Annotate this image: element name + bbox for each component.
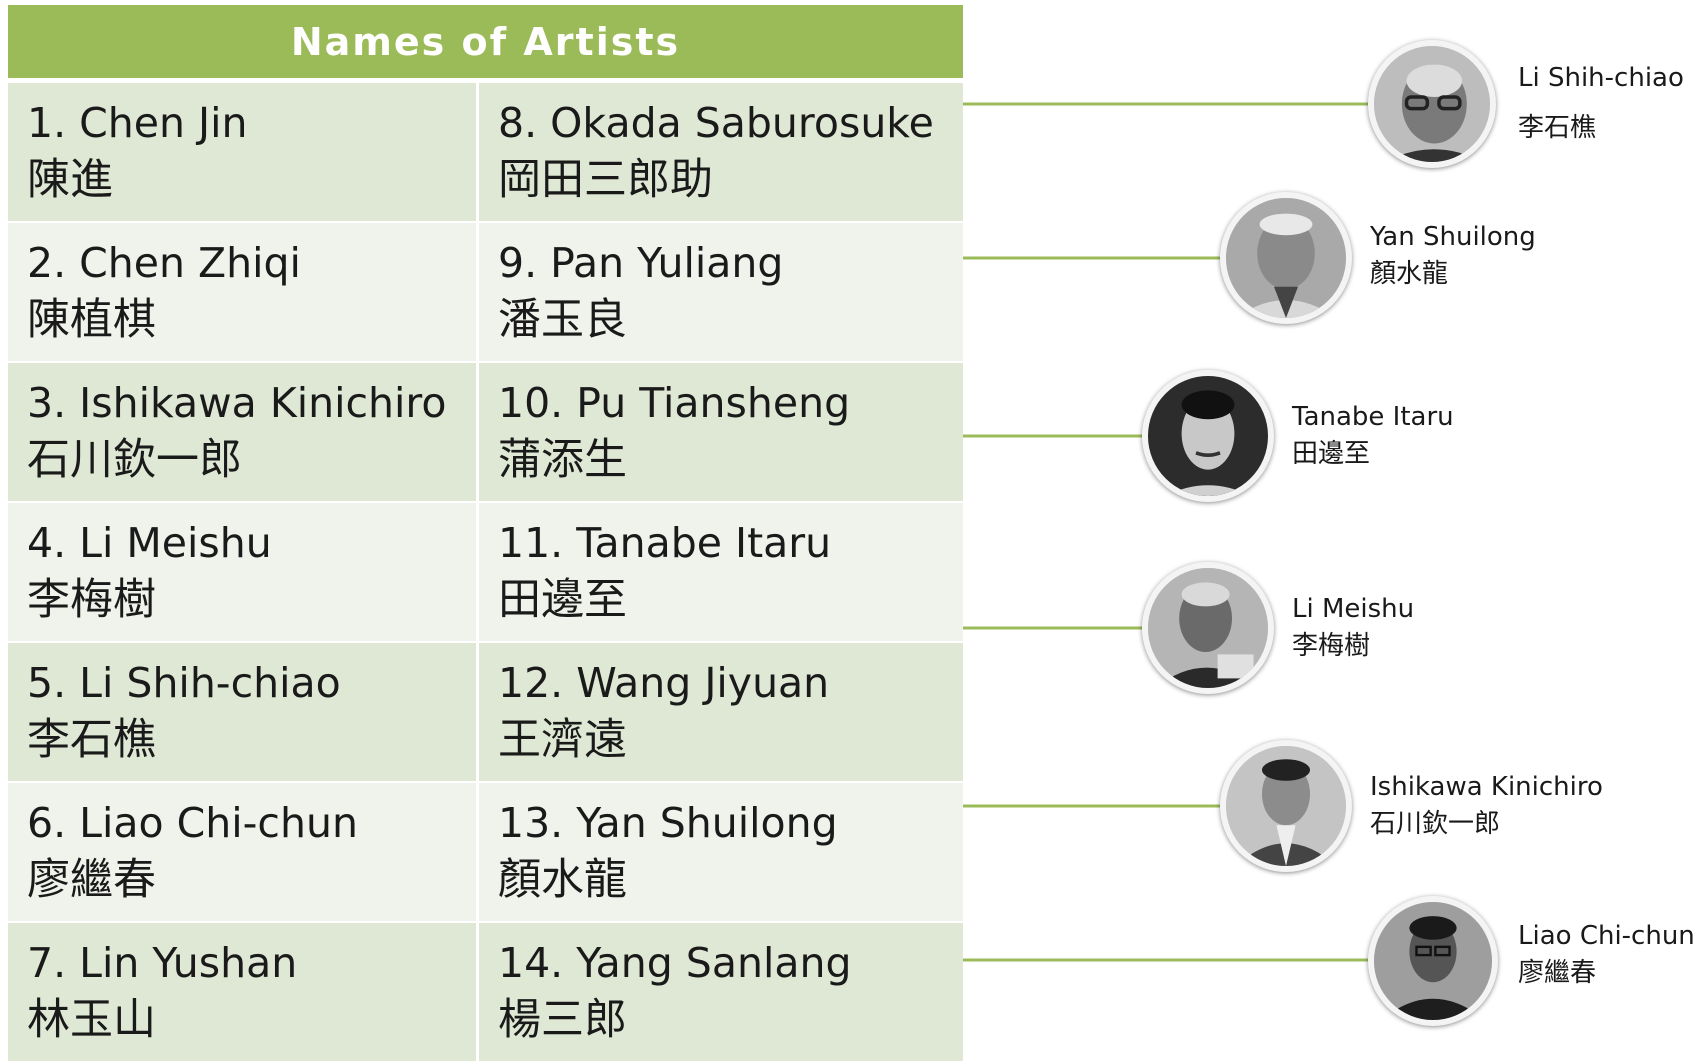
- table-cell: 4. Li Meishu 李梅樹: [8, 503, 476, 641]
- portrait-caption: Yan Shuilong 顏水龍: [1370, 219, 1536, 293]
- artist-name-zh: 廖繼春: [27, 855, 156, 905]
- artist-name-en: 14. Yang Sanlang: [498, 939, 852, 987]
- portrait-photo-icon: [1368, 40, 1496, 168]
- artist-name-en: 4. Li Meishu: [27, 519, 272, 567]
- table-cell: 2. Chen Zhiqi 陳植棋: [8, 223, 476, 361]
- artist-name-en: 9. Pan Yuliang: [498, 239, 784, 287]
- portrait-photo-icon: [1220, 192, 1352, 324]
- artist-name-en: 5. Li Shih-chiao: [27, 659, 341, 707]
- artist-name-zh: 蒲添生: [498, 435, 627, 485]
- artist-name-zh: 陳進: [27, 155, 113, 205]
- table-cell: 11. Tanabe Itaru 田邊至: [479, 503, 963, 641]
- portrait-photo-icon: [1220, 740, 1352, 872]
- portrait-photo-icon: [1142, 562, 1274, 694]
- portrait-photo-icon: [1368, 896, 1498, 1026]
- portrait-name-en: Liao Chi-chun: [1518, 921, 1695, 951]
- artist-name-zh: 王濟遠: [498, 715, 627, 765]
- artist-name-zh: 潘玉良: [498, 295, 627, 345]
- table-cell: 1. Chen Jin 陳進: [8, 83, 476, 221]
- table-body: 1. Chen Jin 陳進 8. Okada Saburosuke 岡田三郎助 2…: [8, 83, 963, 1063]
- artist-name-en: 1. Chen Jin: [27, 99, 248, 147]
- table-title: Names of Artists: [8, 5, 963, 78]
- artist-name-zh: 李梅樹: [27, 575, 156, 625]
- artist-name-en: 6. Liao Chi-chun: [27, 799, 358, 847]
- portrait-caption: Tanabe Itaru 田邊至: [1292, 399, 1454, 473]
- artist-name-zh: 石川欽一郎: [27, 435, 242, 485]
- portrait-name-en: Li Shih-chiao: [1518, 63, 1684, 93]
- artists-table: Names of Artists 1. Chen Jin 陳進 8. Okada …: [8, 5, 963, 1063]
- portrait-name-zh: 石川欽一郎: [1370, 809, 1501, 839]
- table-cell: 5. Li Shih-chiao 李石樵: [8, 643, 476, 781]
- portrait-name-en: Ishikawa Kinichiro: [1370, 772, 1603, 802]
- artist-name-zh: 田邊至: [498, 575, 627, 625]
- portrait-name-zh: 廖繼春: [1518, 958, 1597, 988]
- artist-name-zh: 岡田三郎助: [498, 155, 713, 205]
- portrait-name-zh: 李石樵: [1518, 113, 1597, 143]
- portrait-name-zh: 顏水龍: [1370, 259, 1449, 289]
- table-cell: 12. Wang Jiyuan 王濟遠: [479, 643, 963, 781]
- portrait-name-zh: 李梅樹: [1292, 631, 1371, 661]
- portrait-name-en: Li Meishu: [1292, 594, 1415, 624]
- artist-name-en: 2. Chen Zhiqi: [27, 239, 301, 287]
- table-cell: 10. Pu Tiansheng 蒲添生: [479, 363, 963, 501]
- table-cell: 13. Yan Shuilong 顏水龍: [479, 783, 963, 921]
- artist-name-zh: 顏水龍: [498, 855, 627, 905]
- table-cell: 8. Okada Saburosuke 岡田三郎助: [479, 83, 963, 221]
- portrait-name-en: Tanabe Itaru: [1292, 402, 1454, 432]
- portrait-name-en: Yan Shuilong: [1370, 222, 1536, 252]
- artist-name-en: 13. Yan Shuilong: [498, 799, 838, 847]
- artist-name-zh: 楊三郎: [498, 995, 627, 1045]
- artist-name-en: 10. Pu Tiansheng: [498, 379, 851, 427]
- portrait-photo-icon: [1142, 370, 1274, 502]
- artist-name-en: 3. Ishikawa Kinichiro: [27, 379, 447, 427]
- table-cell: 9. Pan Yuliang 潘玉良: [479, 223, 963, 361]
- table-cell: 3. Ishikawa Kinichiro 石川欽一郎: [8, 363, 476, 501]
- artist-name-en: 11. Tanabe Itaru: [498, 519, 832, 567]
- artist-name-en: 12. Wang Jiyuan: [498, 659, 830, 707]
- artist-name-zh: 李石樵: [27, 715, 156, 765]
- artist-name-zh: 陳植棋: [27, 295, 156, 345]
- portrait-caption: Ishikawa Kinichiro 石川欽一郎: [1370, 769, 1603, 843]
- portrait-caption: Li Meishu 李梅樹: [1292, 591, 1414, 665]
- portrait-name-zh: 田邊至: [1292, 439, 1371, 469]
- table-cell: 14. Yang Sanlang 楊三郎: [479, 923, 963, 1061]
- artist-name-en: 8. Okada Saburosuke: [498, 99, 934, 147]
- artist-name-en: 7. Lin Yushan: [27, 939, 298, 987]
- artist-name-zh: 林玉山: [27, 995, 156, 1045]
- portrait-caption: Li Shih-chiao 李石樵: [1518, 60, 1684, 147]
- table-cell: 7. Lin Yushan 林玉山: [8, 923, 476, 1061]
- portrait-caption: Liao Chi-chun 廖繼春: [1518, 918, 1695, 992]
- table-cell: 6. Liao Chi-chun 廖繼春: [8, 783, 476, 921]
